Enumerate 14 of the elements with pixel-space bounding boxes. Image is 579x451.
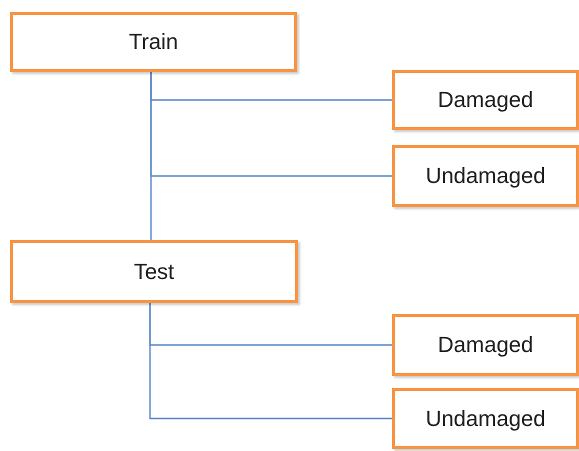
box-label: Train xyxy=(128,29,178,55)
box-label: Undamaged xyxy=(426,406,546,432)
connector-line xyxy=(149,303,392,420)
box-label: Undamaged xyxy=(426,163,546,189)
category-box xyxy=(10,12,297,72)
category-box xyxy=(392,70,579,130)
category-box xyxy=(392,314,579,376)
category-box xyxy=(392,388,579,449)
box-label: Damaged xyxy=(438,332,534,358)
category-box xyxy=(392,145,579,207)
connector-line xyxy=(150,72,152,240)
box-label: Test xyxy=(134,258,174,284)
box-label: Damaged xyxy=(438,87,534,113)
category-box xyxy=(10,240,298,303)
